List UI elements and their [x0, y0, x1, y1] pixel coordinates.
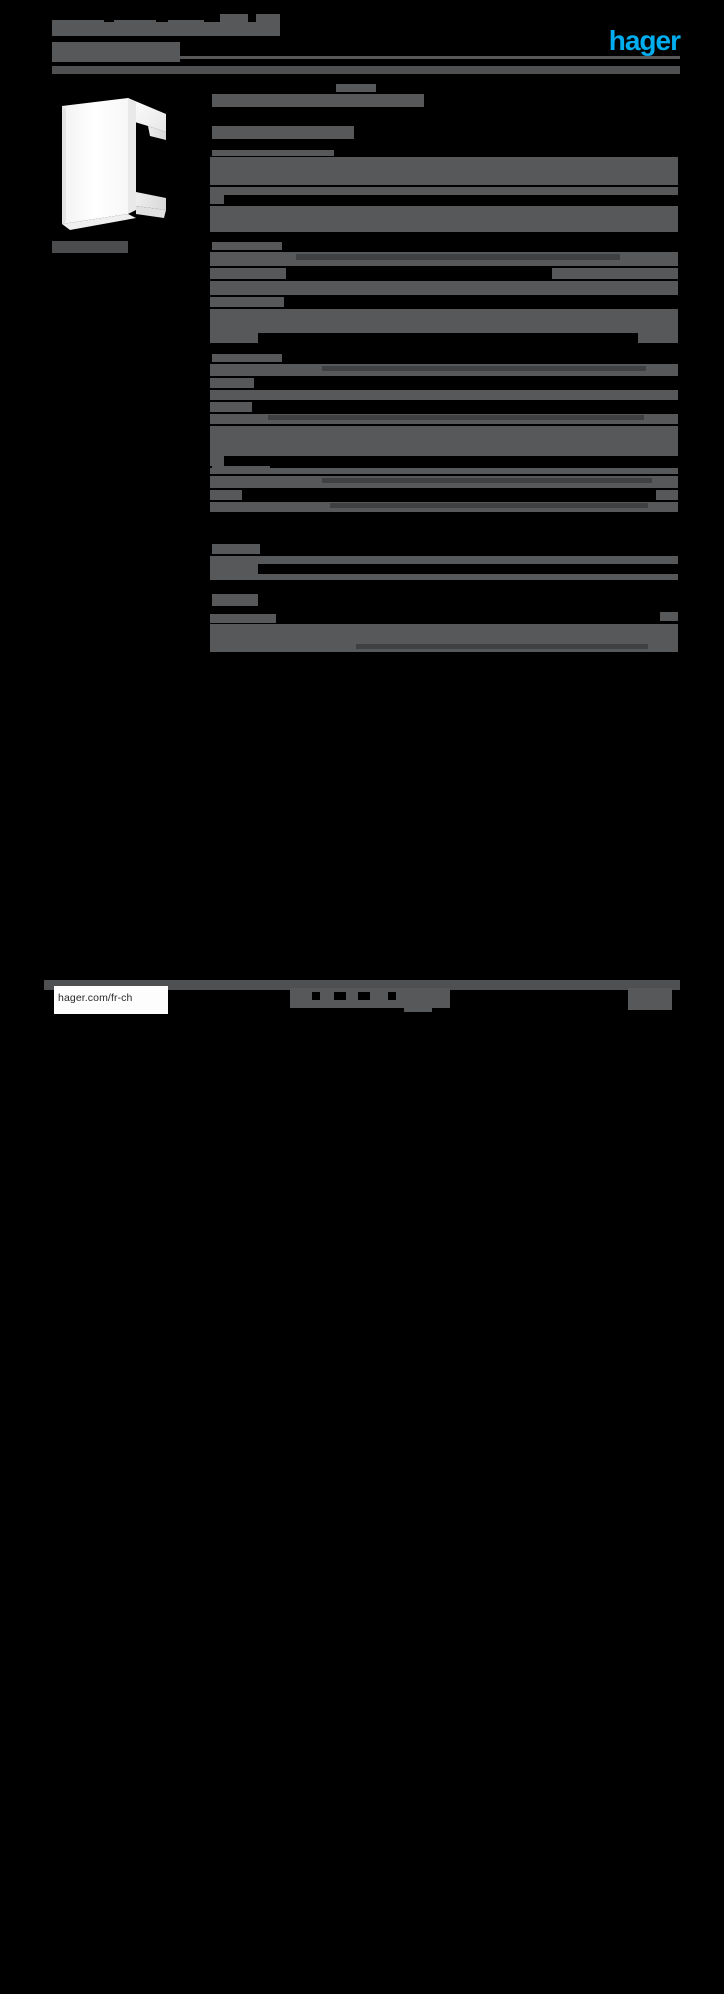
footer-page-number	[628, 988, 672, 1010]
footer-url-link[interactable]: hager.com/fr-ch	[58, 992, 133, 1004]
footer-center-notch-3	[358, 992, 370, 1000]
footer-url-box	[54, 986, 168, 1014]
spec-row-value	[660, 612, 678, 621]
header-divider	[52, 66, 680, 74]
spec-row-block	[210, 390, 678, 400]
spec-section-label	[212, 354, 282, 362]
document-page: hager	[0, 0, 724, 1024]
spec-row-block	[210, 574, 678, 580]
spec-section-label	[212, 466, 270, 474]
product-caption	[52, 241, 128, 253]
spec-row-gap	[330, 503, 648, 508]
spec-row-gap	[322, 366, 646, 371]
spec-row-label	[210, 268, 286, 279]
spec-row-label	[210, 402, 252, 412]
page-footer	[0, 976, 724, 1024]
spec-header-cell	[336, 84, 376, 92]
spec-row-value	[552, 268, 678, 279]
spec-section-label	[212, 544, 260, 554]
spec-row-label	[210, 614, 276, 623]
spec-row-block	[210, 556, 678, 564]
footer-center-notch-4	[388, 992, 396, 1000]
spec-row-block	[210, 468, 678, 474]
spec-row-block	[210, 281, 678, 295]
spec-row-label	[212, 94, 424, 107]
product-illustration	[62, 98, 166, 230]
page-title-line-2	[52, 42, 180, 62]
spec-row-gap	[296, 254, 620, 260]
spec-row-block	[210, 624, 678, 642]
title-notch-c	[204, 14, 220, 22]
title-mask-top	[52, 14, 212, 20]
spec-row-label	[210, 564, 258, 574]
spec-row-block	[210, 206, 678, 228]
spec-row-label	[210, 378, 254, 388]
spec-row-block	[210, 309, 678, 327]
spec-row-label	[210, 333, 258, 343]
spec-row-gap	[268, 415, 644, 420]
title-notch-d	[248, 14, 256, 22]
page-title-line-1	[52, 14, 280, 36]
hager-logo: hager	[608, 25, 681, 56]
spec-row-block	[210, 228, 678, 232]
footer-divider	[44, 980, 680, 990]
footer-center-tail	[404, 1000, 432, 1012]
page-header: hager	[0, 0, 724, 78]
spec-row-block	[210, 426, 678, 456]
spec-row-label	[210, 456, 224, 466]
title-notch-a	[104, 14, 114, 22]
product-photo	[52, 88, 192, 236]
spec-row-gap	[322, 478, 652, 483]
spec-row-value	[638, 333, 678, 343]
spec-row-label	[212, 150, 334, 156]
spec-section-label	[212, 594, 258, 606]
spec-row-block	[210, 157, 678, 185]
spec-row-label	[210, 297, 284, 307]
spec-row-block	[210, 187, 678, 195]
spec-row-label	[210, 490, 242, 500]
spec-section-label	[212, 242, 282, 250]
title-notch-b	[156, 14, 168, 22]
spec-row-label	[210, 195, 224, 204]
spec-row-block	[210, 327, 678, 333]
title-underline	[52, 56, 680, 59]
spec-row-label	[212, 126, 354, 139]
spec-row-value	[656, 490, 678, 500]
spec-row-gap	[356, 644, 648, 649]
footer-center-notch-1	[312, 992, 320, 1000]
footer-center-notch-2	[334, 992, 346, 1000]
